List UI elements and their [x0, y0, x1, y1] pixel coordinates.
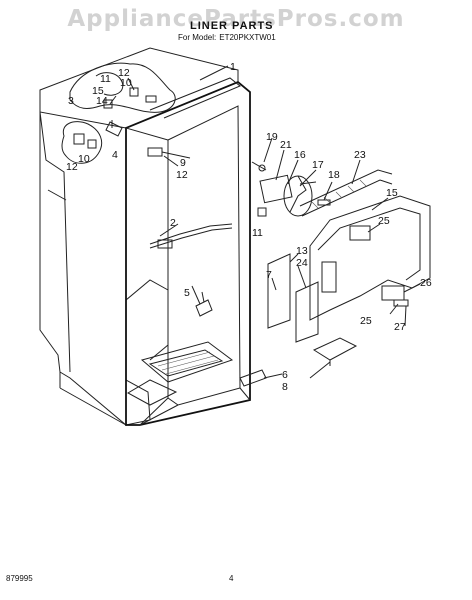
callout-10-left: 10: [78, 153, 90, 165]
callout-13: 13: [296, 245, 308, 257]
callout-16: 16: [294, 149, 306, 161]
callout-17: 17: [312, 159, 324, 171]
model-label: For Model:: [178, 33, 217, 42]
callout-1: 1: [230, 61, 236, 73]
callout-12-top: 12: [118, 67, 130, 79]
callout-3: 3: [68, 95, 74, 107]
callout-4: 4: [112, 149, 118, 161]
callout-2: 2: [170, 217, 176, 229]
duct-panels: [239, 253, 358, 387]
callout-25-lower: 25: [360, 315, 372, 327]
callouts: 1 12 11 10 15 3 14 4 10 12 9 12 2 5 19 2…: [66, 61, 432, 393]
callout-23: 23: [354, 149, 366, 161]
callout-11-fan: 11: [252, 227, 263, 239]
callout-26: 26: [420, 277, 432, 289]
callout-21: 21: [280, 139, 292, 151]
callout-27: 27: [394, 321, 406, 333]
callout-14: 14: [96, 95, 108, 107]
watermark: AppliancePartsPros.com: [67, 6, 405, 32]
model-line: For Model:ET20PKXTW01: [178, 33, 276, 42]
evaporator-cover-panel: [299, 169, 431, 321]
callout-19: 19: [266, 131, 278, 143]
callout-10-top: 10: [120, 77, 132, 89]
model-number: ET20PKXTW01: [219, 33, 276, 42]
callout-15-right: 15: [386, 187, 398, 199]
callout-7: 7: [266, 269, 272, 281]
callout-15-top: 15: [92, 85, 104, 97]
callout-6: 6: [282, 369, 288, 381]
control-bracket: [147, 147, 191, 159]
top-harness-assembly: [61, 62, 176, 164]
callout-8: 8: [282, 381, 288, 393]
diagram-title: LINER PARTS: [190, 20, 274, 32]
callout-25-upper: 25: [378, 215, 390, 227]
callout-24: 24: [296, 257, 308, 269]
part-5-assembly: [195, 291, 213, 317]
liner-frame: [125, 77, 251, 426]
callout-11: 11: [100, 73, 111, 85]
part-2-assembly: [149, 223, 233, 249]
footer-page-number: 4: [229, 574, 234, 583]
callout-18: 18: [328, 169, 340, 181]
leader-lines: [109, 65, 421, 379]
callout-12-left: 12: [66, 161, 78, 173]
callout-12-mid: 12: [176, 169, 188, 181]
footer-code: 879995: [6, 574, 33, 583]
callout-9: 9: [180, 157, 186, 169]
callout-5: 5: [184, 287, 190, 299]
